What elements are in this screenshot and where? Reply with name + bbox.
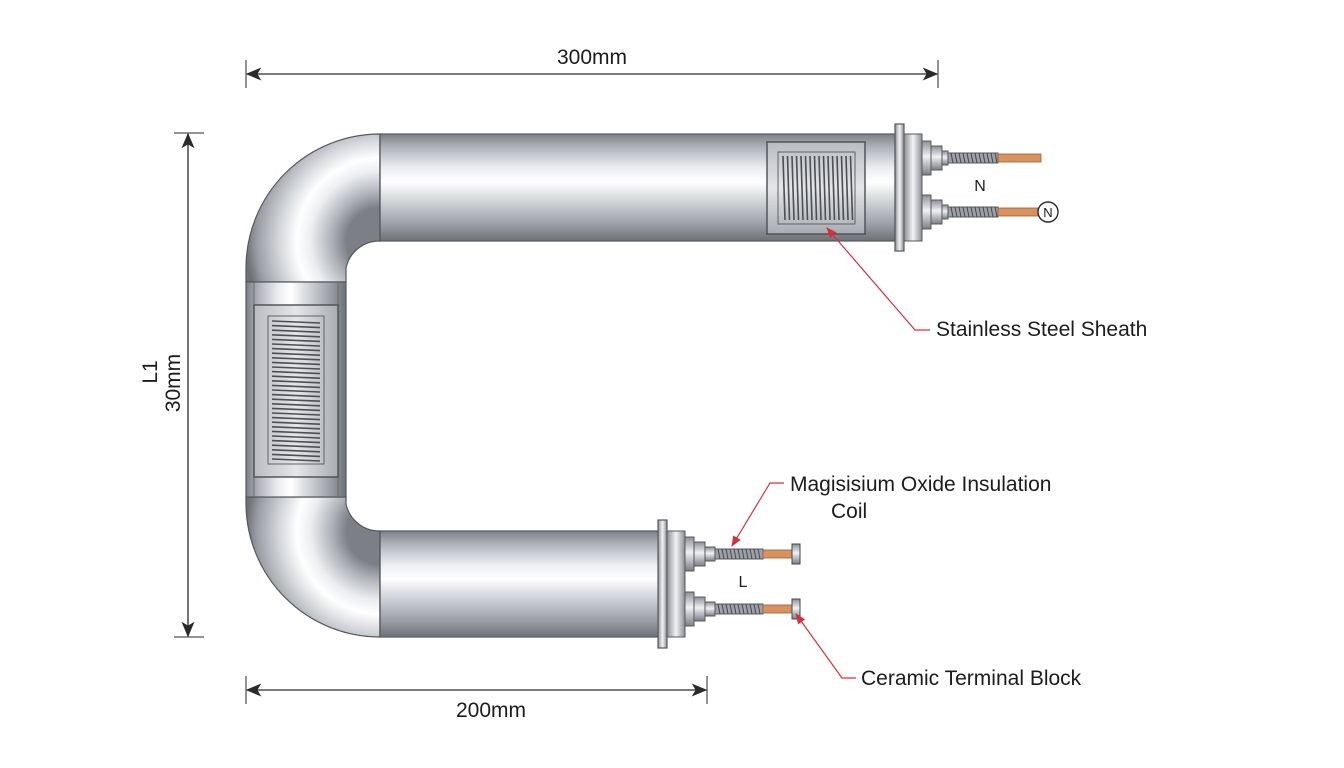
top-terminal-label: N: [974, 178, 986, 195]
height-value-label: 30mm: [162, 354, 185, 412]
height-name-label: L1: [139, 360, 162, 383]
sheath-callout-label: Stainless Steel Sheath: [936, 318, 1147, 341]
terminal-block-callout-label: Ceramic Terminal Block: [861, 667, 1082, 690]
bottom-terminal-label: L: [739, 574, 748, 591]
terminal-cap-bottom-lower: [791, 598, 801, 620]
dimension-top: 300mm: [245, 46, 939, 88]
top-flange: [894, 123, 905, 252]
dimension-height: L1 30mm: [139, 132, 204, 638]
bottom-flange: [657, 519, 668, 649]
neutral-badge-icon: [1037, 201, 1059, 223]
coil-window-top: [766, 141, 866, 235]
bottom-bend: [245, 496, 381, 638]
coil-window-left: [253, 304, 339, 478]
callout-insulation: Magisisium Oxide Insulation Coil: [731, 473, 1051, 547]
top-bend: [245, 133, 381, 283]
bottom-horizontal-tube: [379, 530, 661, 638]
insulation-callout-line1: Magisisium Oxide Insulation: [790, 473, 1051, 496]
insulation-callout-line2: Coil: [831, 500, 867, 523]
terminal-cap-bottom-upper: [791, 543, 801, 565]
top-terminal-assembly: N N: [894, 123, 1059, 252]
callout-terminal-block: Ceramic Terminal Block: [795, 613, 1082, 690]
top-width-label: 300mm: [557, 46, 627, 69]
copper-pin-top-lower: [997, 207, 1039, 217]
copper-pin-top-upper: [997, 153, 1042, 163]
bottom-width-label: 200mm: [456, 699, 526, 722]
callout-sheath: Stainless Steel Sheath: [826, 227, 1147, 341]
neutral-badge-label: N: [1043, 205, 1052, 220]
dimension-bottom: 200mm: [245, 676, 708, 722]
bottom-terminal-assembly: L: [657, 519, 801, 649]
copper-pin-bottom-lower: [762, 604, 794, 614]
copper-pin-bottom-upper: [762, 549, 794, 559]
